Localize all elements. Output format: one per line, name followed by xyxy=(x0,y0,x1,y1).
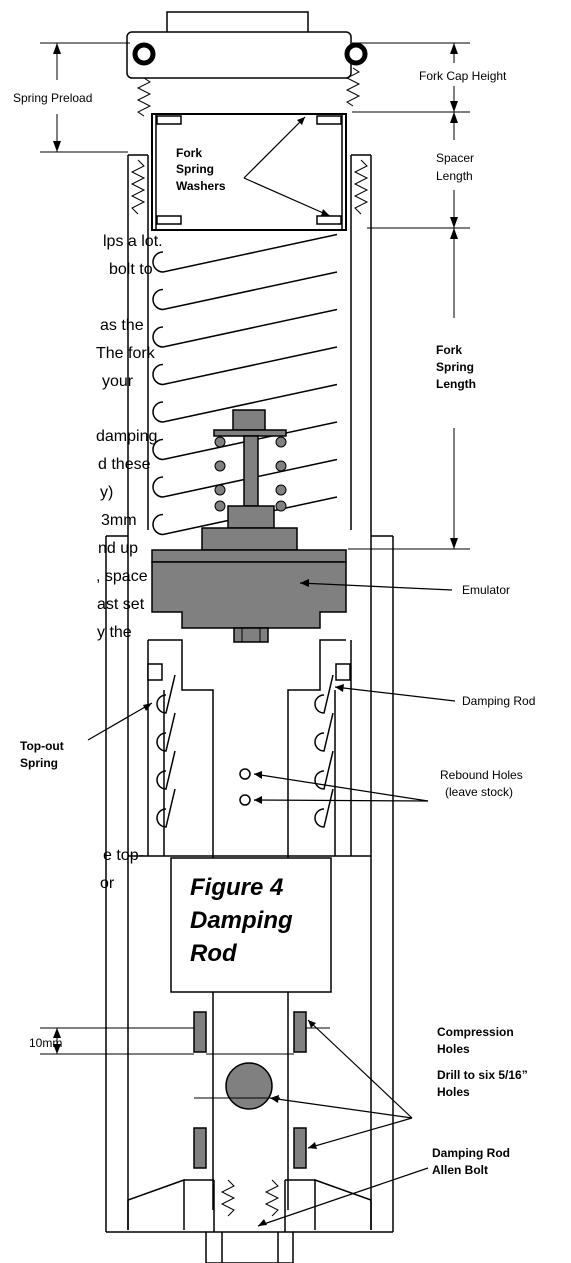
spring-coil xyxy=(152,496,338,536)
spring-coil xyxy=(152,233,338,273)
tube-thread-right-icon xyxy=(353,159,369,215)
allen-bolt xyxy=(127,1178,372,1232)
bolt-thread-left-icon xyxy=(220,1179,236,1217)
label-drill-holes: Drill to six 5/16” xyxy=(437,1068,528,1082)
body-text-line: your xyxy=(102,373,134,390)
fork-cap-body xyxy=(126,31,352,79)
body-text-line: y) xyxy=(100,484,113,501)
spring-coil xyxy=(156,788,176,828)
spring-coil xyxy=(156,712,176,752)
fork-cap xyxy=(126,11,368,117)
spring-coil xyxy=(152,383,338,423)
washer-bottom-right-icon xyxy=(316,215,342,225)
spring-coil xyxy=(314,674,334,714)
bolt-thread-right-icon xyxy=(264,1179,280,1217)
spring-coil xyxy=(314,788,334,828)
body-text-line: The fork xyxy=(96,345,156,362)
tube-thread-left-icon xyxy=(130,159,146,215)
body-text-line: y the xyxy=(97,624,132,641)
figure-caption-box: Figure 4 Damping Rod xyxy=(170,857,332,993)
washer-top-left-icon xyxy=(156,115,182,125)
body-text-line: bolt to xyxy=(109,261,153,278)
fork-spring xyxy=(152,233,338,536)
label-fork-cap-height: Fork Cap Height xyxy=(419,69,507,83)
body-text: lps a lot. bolt to as the The fork your … xyxy=(96,233,163,892)
spacer xyxy=(151,113,347,231)
label-spacer-length: Length xyxy=(436,169,473,183)
body-text-line: as the xyxy=(100,317,144,334)
body-text-line: d these xyxy=(98,456,151,473)
label-fork-spring-washers: Washers xyxy=(176,179,226,193)
body-text-line: or xyxy=(100,875,115,892)
figure-caption-line: Figure 4 xyxy=(190,874,283,901)
body-text-line: , space xyxy=(96,568,148,585)
label-spacer-length: Spacer xyxy=(436,151,474,165)
body-text-line: nd up xyxy=(98,540,138,557)
label-drill-holes: Holes xyxy=(437,1085,470,1099)
washer-top-right-icon xyxy=(316,115,342,125)
spring-coil xyxy=(152,271,338,311)
label-emulator: Emulator xyxy=(462,583,510,597)
body-text-line: e top- xyxy=(103,847,144,864)
label-fork-spring-length: Fork xyxy=(436,343,462,357)
label-allen-bolt: Damping Rod xyxy=(432,1146,510,1160)
spring-coil xyxy=(152,421,338,461)
spring-coil xyxy=(152,458,338,498)
labels: Spring Preload Fork Cap Height Spacer Le… xyxy=(13,69,535,1177)
spacer-tube xyxy=(151,113,347,231)
label-allen-bolt: Allen Bolt xyxy=(432,1163,488,1177)
spring-coil xyxy=(152,346,338,386)
label-compression-holes: Holes xyxy=(437,1042,470,1056)
label-fork-spring-washers: Fork xyxy=(176,146,202,160)
top-out-spring xyxy=(156,674,334,828)
fork-slider xyxy=(105,535,394,1263)
label-spring-preload: Spring Preload xyxy=(13,91,92,105)
rebound-hole-icon xyxy=(239,794,251,806)
fork-cap-top xyxy=(166,11,309,35)
spring-coil xyxy=(152,308,338,348)
spring-coil xyxy=(156,674,176,714)
body-text-line: ast set xyxy=(97,596,145,613)
label-rebound-holes: Rebound Holes xyxy=(440,768,523,782)
label-fork-spring-length: Spring xyxy=(436,360,474,374)
label-fork-spring-washers: Spring xyxy=(176,162,214,176)
label-compression-holes: Compression xyxy=(437,1025,514,1039)
label-fork-spring-length: Length xyxy=(436,377,476,391)
leader-arrows xyxy=(87,116,456,1227)
cap-thread-left-icon xyxy=(136,77,152,117)
arrow-heads xyxy=(143,117,344,1226)
emulator xyxy=(151,409,347,643)
washer-bottom-left-icon xyxy=(156,215,182,225)
label-rebound-holes: (leave stock) xyxy=(445,785,513,799)
spring-coil xyxy=(314,750,334,790)
label-top-out-spring: Top-out xyxy=(20,739,64,753)
label-10mm: 10mm xyxy=(29,1036,62,1050)
body-text-line: 3mm xyxy=(101,512,137,529)
spring-coil xyxy=(156,750,176,790)
cap-thread-right-icon xyxy=(345,67,361,107)
body-text-line: lps a lot. xyxy=(103,233,163,250)
o-ring-left-icon xyxy=(132,42,156,66)
drilled-hole-icon xyxy=(225,1062,273,1110)
figure-caption-line: Damping xyxy=(190,907,293,934)
dimension-lines xyxy=(40,42,470,1099)
fork-tube xyxy=(127,154,372,1230)
spring-coil xyxy=(314,712,334,752)
o-ring-right-icon xyxy=(344,42,368,66)
body-text-line: damping xyxy=(96,428,157,445)
rebound-hole-icon xyxy=(239,768,251,780)
figure-caption-line: Rod xyxy=(190,940,238,967)
label-damping-rod: Damping Rod xyxy=(462,694,535,708)
label-top-out-spring: Spring xyxy=(20,756,58,770)
